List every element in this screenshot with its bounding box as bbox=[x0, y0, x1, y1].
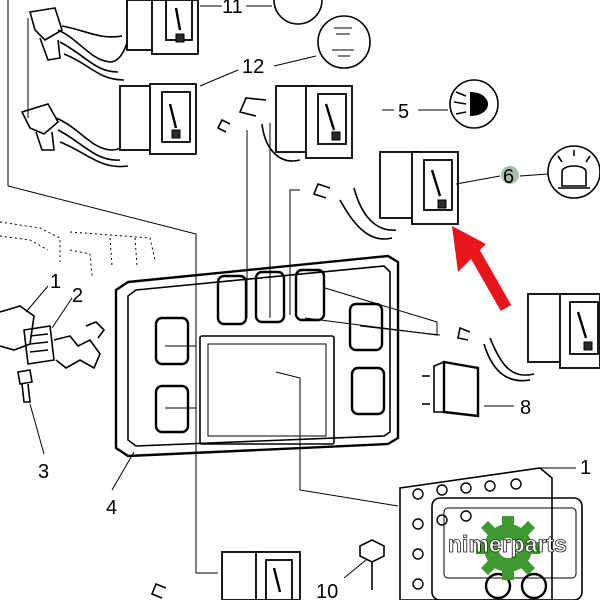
callout-labels: 11 12 5 6 1 2 3 4 8 1 10 bbox=[38, 0, 591, 600]
headlight-symbol-icon bbox=[449, 79, 499, 129]
switch-function-symbol-icon bbox=[317, 15, 371, 69]
callout-8: 8 bbox=[520, 397, 531, 419]
rocker-switch-11 bbox=[126, 0, 199, 55]
control-unit bbox=[399, 467, 583, 600]
callout-11: 11 bbox=[222, 0, 243, 18]
callout-1: 1 bbox=[50, 271, 61, 293]
rocker-switch-bottom bbox=[150, 551, 301, 600]
callout-6-highlight bbox=[501, 166, 519, 184]
watermark-logo: nimerparts bbox=[448, 516, 567, 580]
top-symbol-partial-icon bbox=[273, 0, 323, 25]
connector-assembly bbox=[0, 305, 106, 403]
rocker-switch-right bbox=[457, 293, 600, 382]
rotating-beacon-icon bbox=[547, 145, 600, 199]
callout-2: 2 bbox=[72, 285, 83, 307]
rocker-switch-5 bbox=[216, 85, 353, 162]
highlight-arrow bbox=[452, 226, 512, 311]
blank-cover-8 bbox=[422, 360, 480, 418]
callout-5: 5 bbox=[398, 101, 409, 123]
callout-3: 3 bbox=[38, 461, 49, 483]
callout-leaders bbox=[25, 5, 576, 579]
console-panel bbox=[114, 254, 400, 458]
watermark-text: nimerparts bbox=[448, 531, 567, 557]
background-dotted-panel bbox=[0, 221, 156, 277]
callout-4: 4 bbox=[106, 497, 117, 519]
rocker-switch-6 bbox=[312, 151, 459, 240]
callout-1b: 1 bbox=[580, 457, 591, 479]
wiring-harness-upper bbox=[28, 7, 129, 81]
callout-10: 10 bbox=[316, 581, 338, 600]
callout-6: 6 bbox=[503, 166, 514, 188]
bulb-10 bbox=[359, 539, 385, 590]
rocker-switch-12 bbox=[119, 83, 197, 155]
callout-12: 12 bbox=[242, 56, 264, 78]
wiring-harness-lower bbox=[20, 103, 133, 168]
gear-icon bbox=[476, 516, 540, 580]
